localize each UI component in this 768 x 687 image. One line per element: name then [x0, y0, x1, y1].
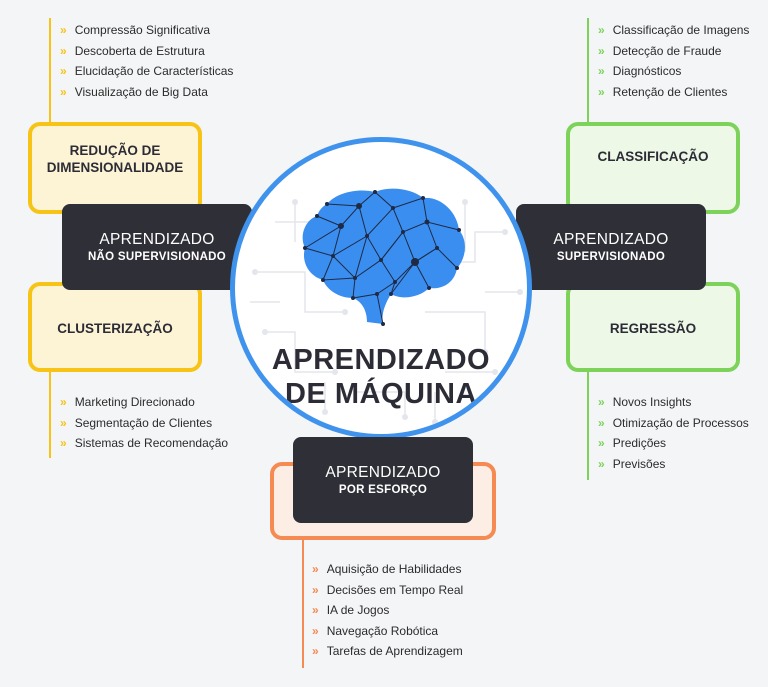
center-title-line2: DE MÁQUINA — [285, 378, 477, 410]
list-item: »Marketing Direcionado — [60, 395, 195, 409]
clustering-label: CLUSTERIZAÇÃO — [57, 320, 173, 336]
classification-list: »Classificação de Imagens »Detecção de F… — [598, 20, 749, 102]
list-item: »Classificação de Imagens — [598, 23, 750, 37]
connector-line — [587, 18, 589, 126]
list-item: »Retenção de Clientes — [598, 84, 728, 99]
supervised-line1: APRENDIZADO — [553, 231, 669, 248]
dimensionality-list: »Compressão Significativa »Descoberta de… — [60, 20, 233, 102]
unsupervised-learning-pill: APRENDIZADO NÃO SUPERVISIONADO — [62, 204, 252, 290]
reinforcement-list: »Aquisição de Habilidades »Decisões em T… — [312, 559, 463, 662]
regression-list: »Novos Insights »Otimização de Processos… — [598, 392, 749, 474]
list-item: »Descoberta de Estrutura — [60, 43, 205, 58]
list-item: »Compressão Significativa — [60, 23, 211, 37]
list-item: »Tarefas de Aprendizagem — [312, 644, 463, 658]
reinforcement-line1: APRENDIZADO — [325, 464, 441, 481]
classification-label: CLASSIFICAÇÃO — [597, 148, 709, 164]
dimensionality-reduction-box: REDUÇÃO DE DIMENSIONALIDADE — [28, 122, 202, 214]
list-item: »Detecção de Fraude — [598, 43, 722, 58]
unsupervised-line2: NÃO SUPERVISIONADO — [87, 251, 227, 263]
list-item: »Previsões — [598, 456, 666, 471]
list-item: »Novos Insights — [598, 395, 692, 409]
connector-line — [302, 538, 304, 668]
dimensionality-reduction-label: REDUÇÃO DE DIMENSIONALIDADE — [46, 143, 184, 175]
clustering-box: CLUSTERIZAÇÃO — [28, 282, 202, 372]
reinforcement-line2: POR ESFORÇO — [338, 484, 428, 496]
list-item: »Diagnósticos — [598, 64, 682, 78]
brain-network-icon — [302, 188, 465, 326]
regression-box: REGRESSÃO — [566, 282, 740, 372]
connector-line — [587, 370, 589, 480]
list-item: »Segmentação de Clientes — [60, 415, 213, 430]
list-item: »Otimização de Processos — [598, 415, 749, 430]
list-item: »Visualização de Big Data — [60, 84, 208, 99]
connector-line — [49, 370, 51, 458]
list-item: »Predições — [598, 436, 667, 450]
supervised-line2: SUPERVISIONADO — [556, 251, 666, 263]
list-item: »Elucidação de Características — [60, 64, 234, 78]
list-item: »IA de Jogos — [312, 603, 390, 617]
center-title-line1: APRENDIZADO — [271, 344, 491, 376]
list-item: »Navegação Robótica — [312, 623, 439, 638]
circuit-background — [250, 199, 523, 425]
regression-label: REGRESSÃO — [609, 320, 697, 336]
center-circle: APRENDIZADO DE MÁQUINA — [230, 137, 532, 439]
list-item: »Sistemas de Recomendação — [60, 436, 229, 450]
reinforcement-learning-pill: APRENDIZADO POR ESFORÇO — [293, 437, 473, 523]
list-item: »Decisões em Tempo Real — [312, 582, 464, 597]
classification-box: CLASSIFICAÇÃO — [566, 122, 740, 214]
connector-line — [49, 18, 51, 126]
clustering-list: »Marketing Direcionado »Segmentação de C… — [60, 392, 228, 454]
supervised-learning-pill: APRENDIZADO SUPERVISIONADO — [516, 204, 706, 290]
unsupervised-line1: APRENDIZADO — [99, 231, 215, 248]
list-item: »Aquisição de Habilidades — [312, 562, 462, 576]
